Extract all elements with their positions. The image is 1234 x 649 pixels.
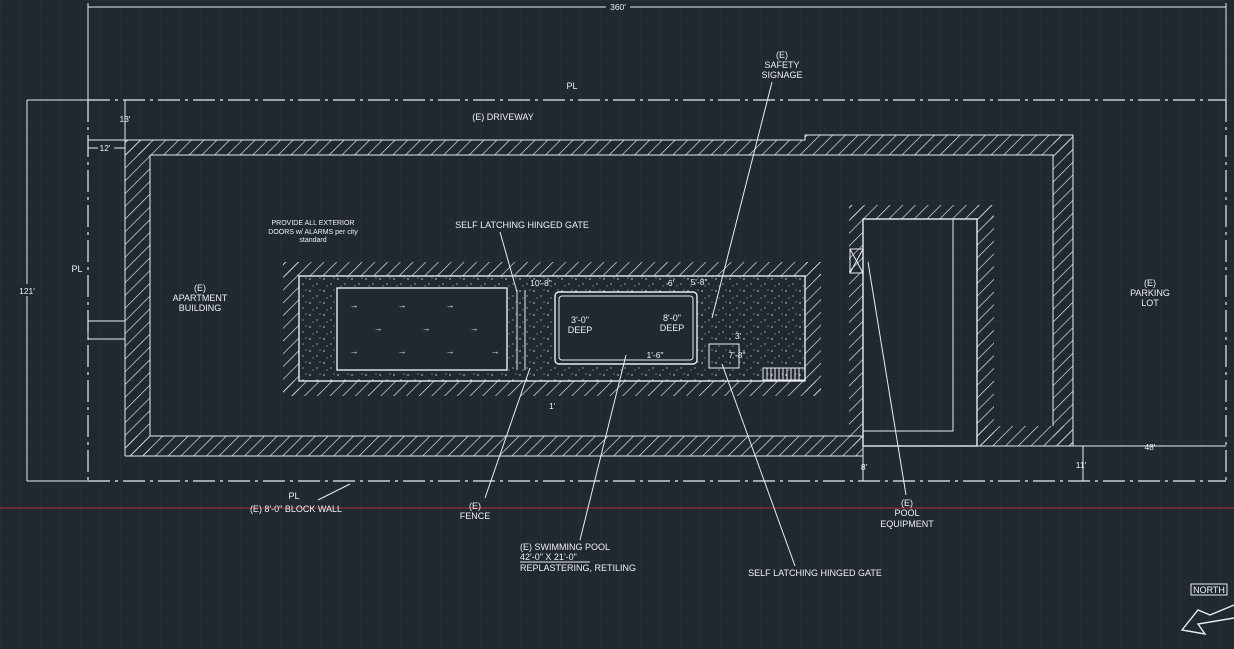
signage-label-e: (E) — [776, 50, 788, 60]
svg-text:→: → — [470, 323, 479, 333]
parking-label-1: PARKING — [1130, 288, 1170, 298]
svg-text:→: → — [374, 323, 383, 333]
alarm-note-3: standard — [299, 237, 326, 244]
pool-shallow-depth: 3'-0" — [571, 315, 589, 325]
alarm-note-2: DOORS w/ ALARMS per city — [268, 229, 358, 236]
svg-text:→: → — [422, 323, 431, 333]
north-arrow: NORTH — [1180, 583, 1234, 635]
overall-depth-dimension: 121' — [16, 99, 88, 482]
pool-equipment-area — [849, 205, 1226, 481]
alarm-note-1: PROVIDE ALL EXTERIOR — [272, 220, 355, 227]
parking-label-e: (E) — [1144, 278, 1156, 288]
pool-size: 42'-0" X 21'-0" — [520, 552, 577, 562]
gate-top-label: SELF LATCHING HINGED GATE — [455, 220, 589, 230]
parking-label-2: LOT — [1141, 298, 1159, 308]
equipment-label-2: EQUIPMENT — [880, 519, 934, 529]
svg-text:→: → — [398, 300, 407, 310]
pool-work: REPLASTERING, RETILING — [520, 563, 636, 573]
dim-right-width: 48' — [1144, 442, 1155, 452]
dim-pool-end-left: 10'-8" — [530, 278, 552, 288]
swimming-pool — [554, 291, 698, 365]
signage-label-1: SAFETY — [764, 60, 799, 70]
equipment-label-1: POOL — [894, 508, 919, 518]
signage-label-2: SIGNAGE — [761, 70, 802, 80]
svg-text:→: → — [350, 346, 359, 356]
block-wall-label: (E) 8'-0" BLOCK WALL — [250, 504, 342, 514]
apartment-label-1: APARTMENT — [173, 293, 228, 303]
svg-text:→: → — [398, 346, 407, 356]
dim-wall-offset: 12' — [99, 143, 110, 153]
block-wall-pl: PL — [288, 491, 299, 501]
property-lines — [87, 99, 1227, 482]
apartment-label-2: BUILDING — [179, 303, 222, 313]
pl-left-label: PL — [71, 264, 82, 274]
deck-arrows-area: → → → → → → → → → → — [336, 287, 508, 371]
leader-lines — [317, 81, 907, 567]
apartment-label-e: (E) — [194, 283, 206, 293]
dim-driveway-offset: 13' — [119, 114, 130, 124]
dim-overall-width: 360' — [610, 2, 626, 12]
dim-overall-depth: 121' — [19, 286, 35, 296]
block-wall-hatch — [124, 134, 1074, 457]
svg-text:→: → — [350, 300, 359, 310]
svg-text:→: → — [446, 346, 455, 356]
pool-label: (E) SWIMMING POOL — [520, 542, 610, 552]
fence-label: FENCE — [460, 511, 491, 521]
equip-box — [708, 343, 740, 369]
dim-equip-box: 7'-8" — [729, 350, 746, 360]
pool-deep-depth: 8'-0" — [663, 313, 681, 323]
svg-text:→: → — [491, 346, 500, 356]
dim-pool-end-right: 5'-8" — [691, 277, 708, 287]
pl-top-label: PL — [566, 81, 577, 91]
pool-deep-label: DEEP — [660, 323, 685, 333]
equipment-label-e: (E) — [901, 498, 913, 508]
dim-deck-small: 6' — [668, 278, 675, 288]
dim-equip-offset: 8' — [861, 462, 868, 472]
overall-width-dimension: 360' — [87, 1, 1227, 100]
north-label: NORTH — [1193, 585, 1225, 595]
driveway-label: (E) DRIVEWAY — [472, 112, 534, 122]
dim-gate-width: 1'-6" — [647, 350, 664, 360]
pool-shallow-label: DEEP — [568, 325, 593, 335]
drain-grate — [762, 367, 806, 381]
svg-text:→: → — [446, 300, 455, 310]
dim-right-setback: 11' — [1076, 460, 1087, 470]
fence-label-e: (E) — [469, 501, 481, 511]
dim-gap-three: 3' — [735, 331, 742, 341]
dim-gap-one: 1' — [549, 401, 556, 411]
gate-bottom-label: SELF LATCHING HINGED GATE — [748, 568, 882, 578]
